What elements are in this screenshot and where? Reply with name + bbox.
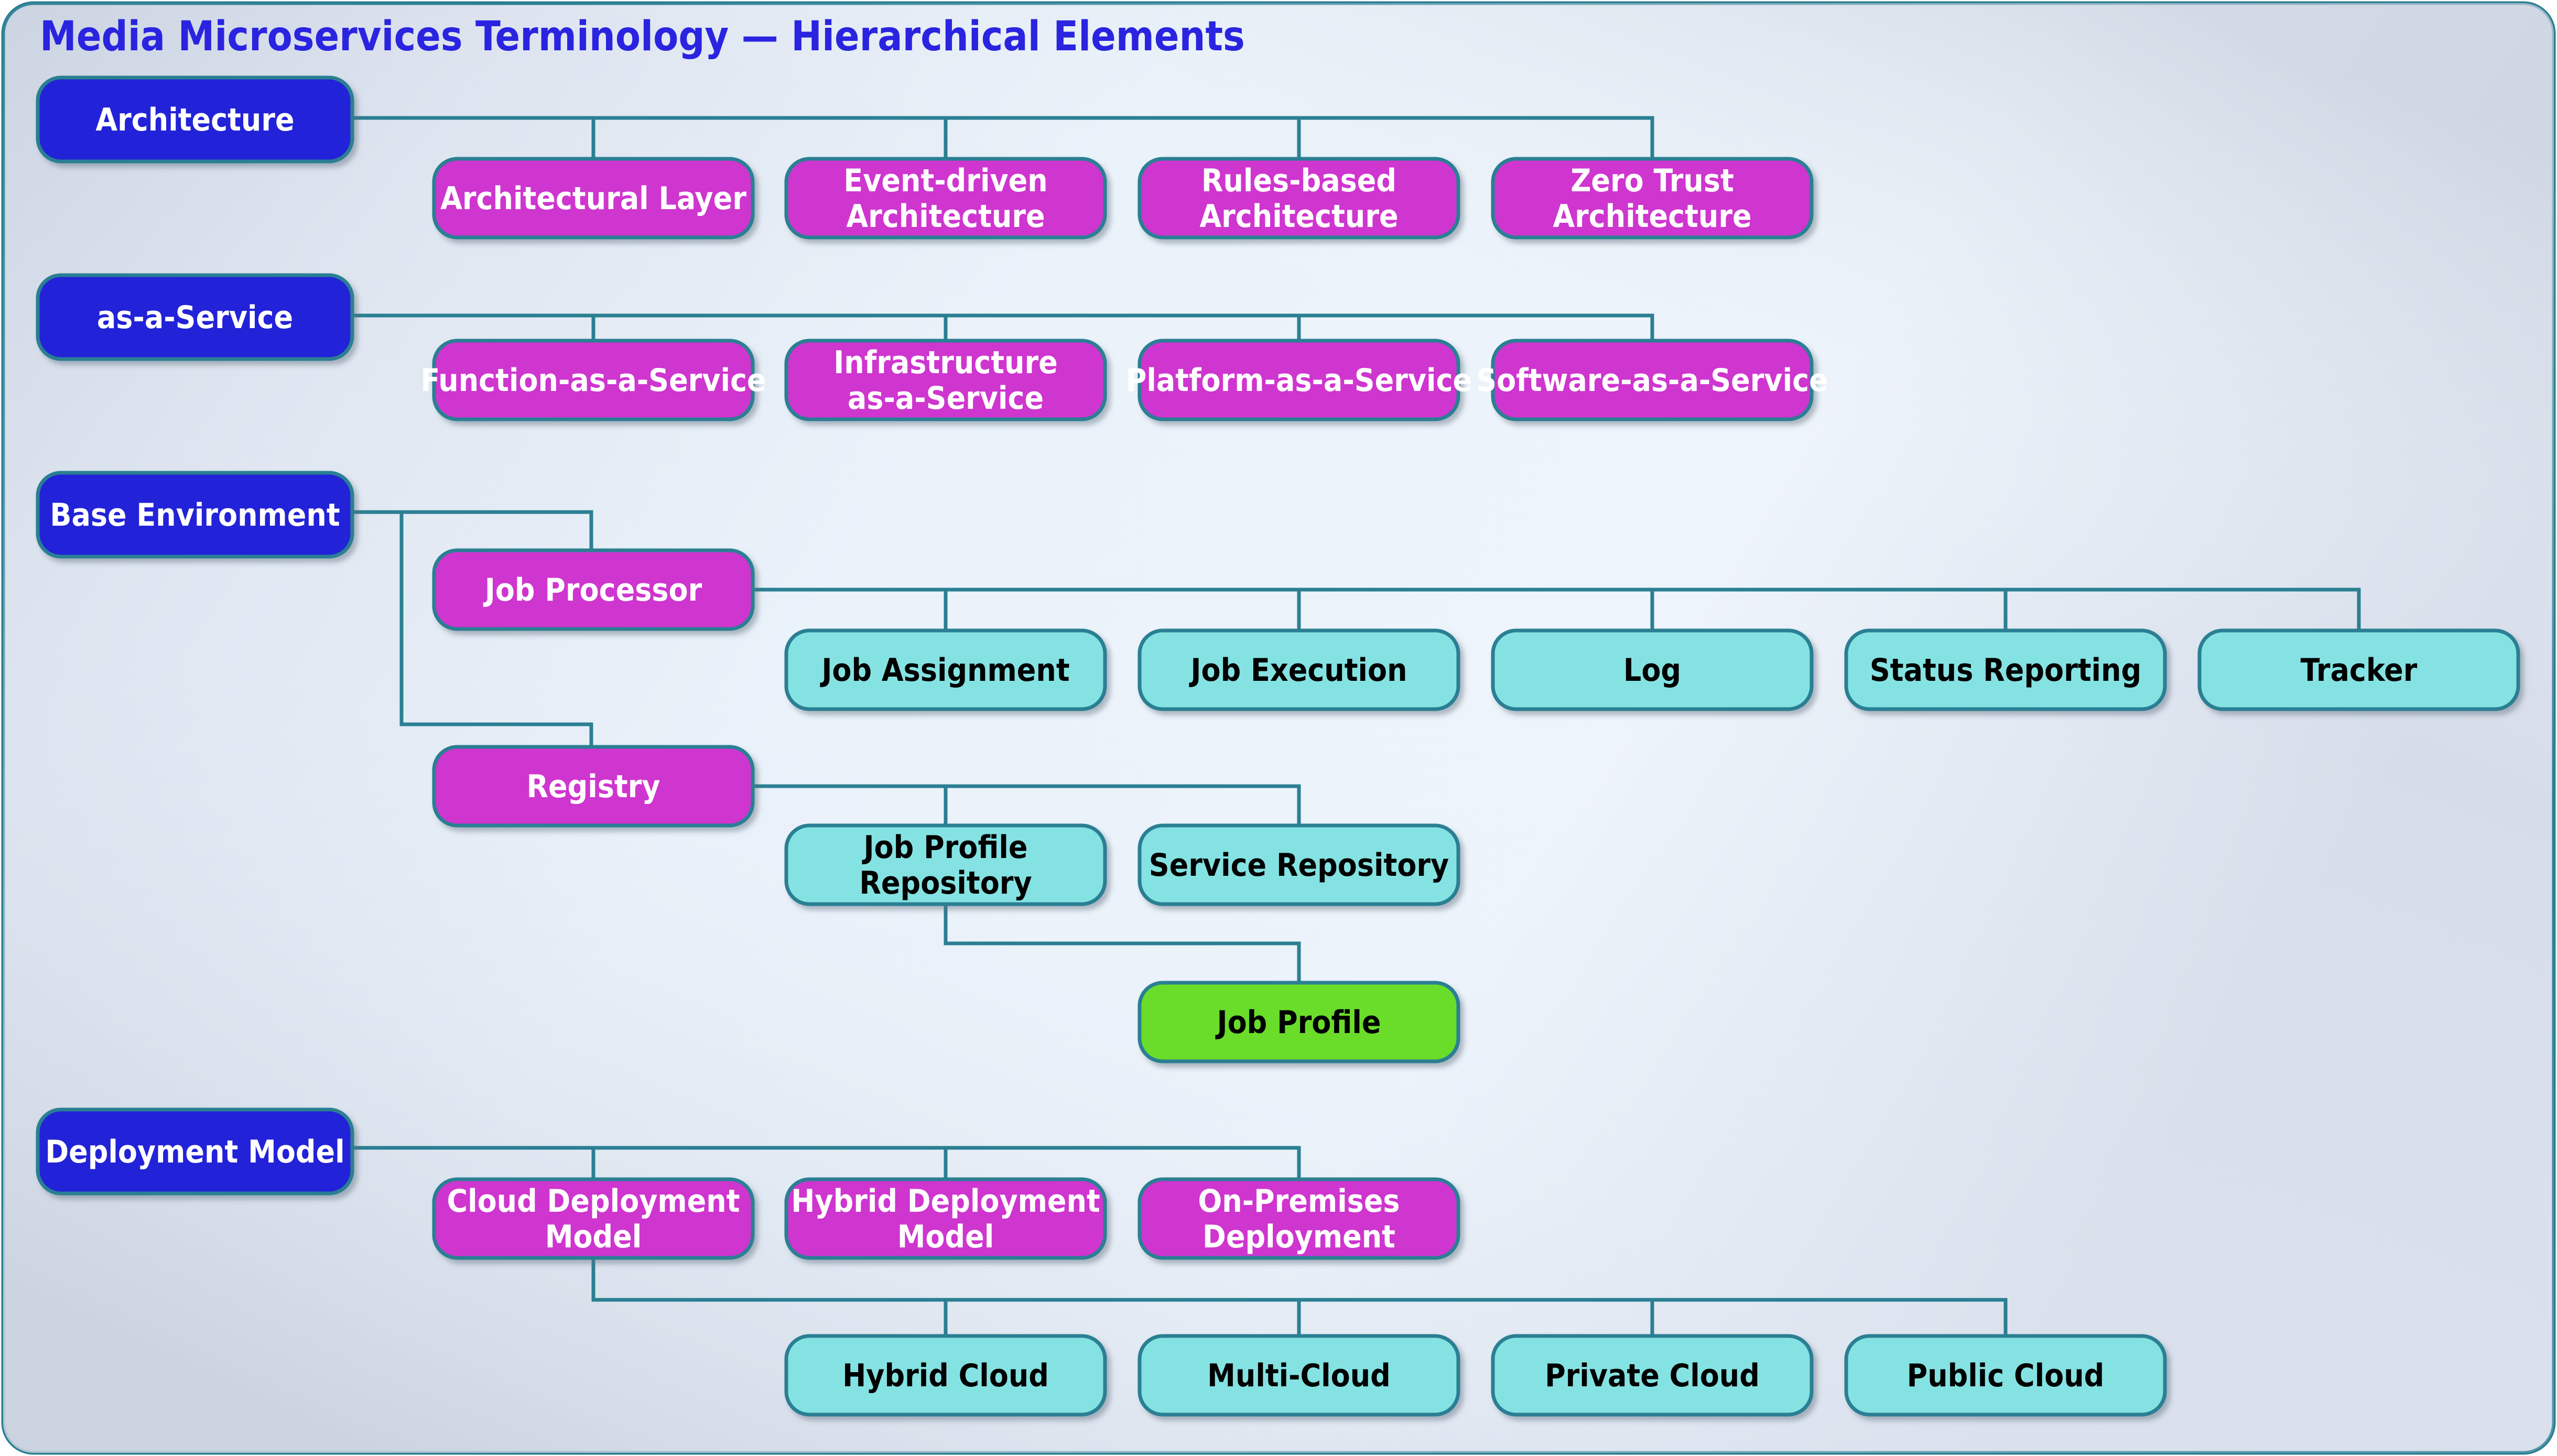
node-label: Private Cloud — [1545, 1357, 1760, 1394]
node-box[interactable] — [432, 157, 755, 240]
node-box[interactable] — [36, 273, 354, 361]
node-box[interactable] — [784, 628, 1107, 711]
node-box[interactable] — [36, 75, 354, 164]
node-box[interactable] — [1844, 628, 2167, 711]
node-label: Tracker — [2301, 652, 2418, 689]
node-job-execution[interactable]: Job Execution — [1137, 628, 1460, 711]
node-box[interactable] — [1137, 1177, 1460, 1260]
node-paas[interactable]: Platform-as-a-Service — [1126, 339, 1472, 421]
node-box[interactable] — [1137, 628, 1460, 711]
node-registry[interactable]: Registry — [432, 745, 755, 828]
node-box[interactable] — [432, 1177, 755, 1260]
node-box[interactable] — [1137, 981, 1460, 1063]
node-label: Platform-as-a-Service — [1126, 362, 1472, 399]
node-architectural-layer[interactable]: Architectural Layer — [432, 157, 755, 240]
node-deployment-model[interactable]: Deployment Model — [36, 1107, 354, 1196]
node-label: Architecture — [95, 102, 294, 138]
node-label: Function-as-a-Service — [420, 362, 766, 399]
node-label: Public Cloud — [1907, 1357, 2105, 1394]
connector-layer — [350, 116, 2361, 1338]
node-service-repository[interactable]: Service Repository — [1137, 823, 1460, 906]
node-box[interactable] — [1491, 157, 1814, 240]
node-box[interactable] — [1491, 339, 1814, 421]
page-title: Media Microservices Terminology — Hierar… — [40, 13, 1245, 60]
node-box[interactable] — [1137, 823, 1460, 906]
node-job-processor[interactable]: Job Processor — [432, 548, 755, 631]
node-box[interactable] — [784, 823, 1107, 906]
node-box[interactable] — [784, 1334, 1107, 1417]
node-label: Registry — [526, 768, 660, 805]
node-tracker[interactable]: Tracker — [2197, 628, 2520, 711]
node-status-reporting[interactable]: Status Reporting — [1844, 628, 2167, 711]
node-base-environment[interactable]: Base Environment — [36, 471, 354, 559]
node-private-cloud[interactable]: Private Cloud — [1491, 1334, 1814, 1417]
node-label: Job Execution — [1188, 652, 1407, 689]
node-box[interactable] — [432, 745, 755, 828]
node-architecture[interactable]: Architecture — [36, 75, 354, 164]
node-public-cloud[interactable]: Public Cloud — [1844, 1334, 2167, 1417]
node-job-assignment[interactable]: Job Assignment — [784, 628, 1107, 711]
node-label: Status Reporting — [1870, 652, 2141, 689]
node-box[interactable] — [1491, 628, 1814, 711]
node-label: Deployment Model — [45, 1134, 344, 1170]
node-box[interactable] — [1491, 1334, 1814, 1417]
node-label: as-a-Service — [97, 299, 293, 336]
node-box[interactable] — [784, 339, 1107, 421]
node-label: Architectural Layer — [440, 180, 746, 217]
node-box[interactable] — [2197, 628, 2520, 711]
node-label: Service Repository — [1149, 847, 1449, 884]
node-box[interactable] — [36, 1107, 354, 1196]
node-box[interactable] — [432, 339, 755, 421]
node-box[interactable] — [1137, 157, 1460, 240]
node-label: Multi-Cloud — [1207, 1357, 1391, 1394]
node-label: Job Assignment — [819, 652, 1069, 689]
node-label: Log — [1623, 652, 1681, 689]
node-box[interactable] — [784, 157, 1107, 240]
node-saas[interactable]: Software-as-a-Service — [1476, 339, 1828, 421]
node-job-profile[interactable]: Job Profile — [1137, 981, 1460, 1063]
node-as-a-service[interactable]: as-a-Service — [36, 273, 354, 361]
node-label: Job Profile — [1215, 1004, 1381, 1041]
node-label: Hybrid Cloud — [842, 1357, 1049, 1394]
node-label: Job Processor — [483, 572, 702, 609]
node-box[interactable] — [1137, 1334, 1460, 1417]
node-multi-cloud[interactable]: Multi-Cloud — [1137, 1334, 1460, 1417]
node-box[interactable] — [784, 1177, 1107, 1260]
node-faas[interactable]: Function-as-a-Service — [420, 339, 766, 421]
node-hybrid-cloud[interactable]: Hybrid Cloud — [784, 1334, 1107, 1417]
node-log[interactable]: Log — [1491, 628, 1814, 711]
node-label: Base Environment — [50, 497, 340, 534]
node-box[interactable] — [1844, 1334, 2167, 1417]
node-box[interactable] — [432, 548, 755, 631]
node-box[interactable] — [36, 471, 354, 559]
node-box[interactable] — [1137, 339, 1460, 421]
node-label: Software-as-a-Service — [1476, 362, 1828, 399]
